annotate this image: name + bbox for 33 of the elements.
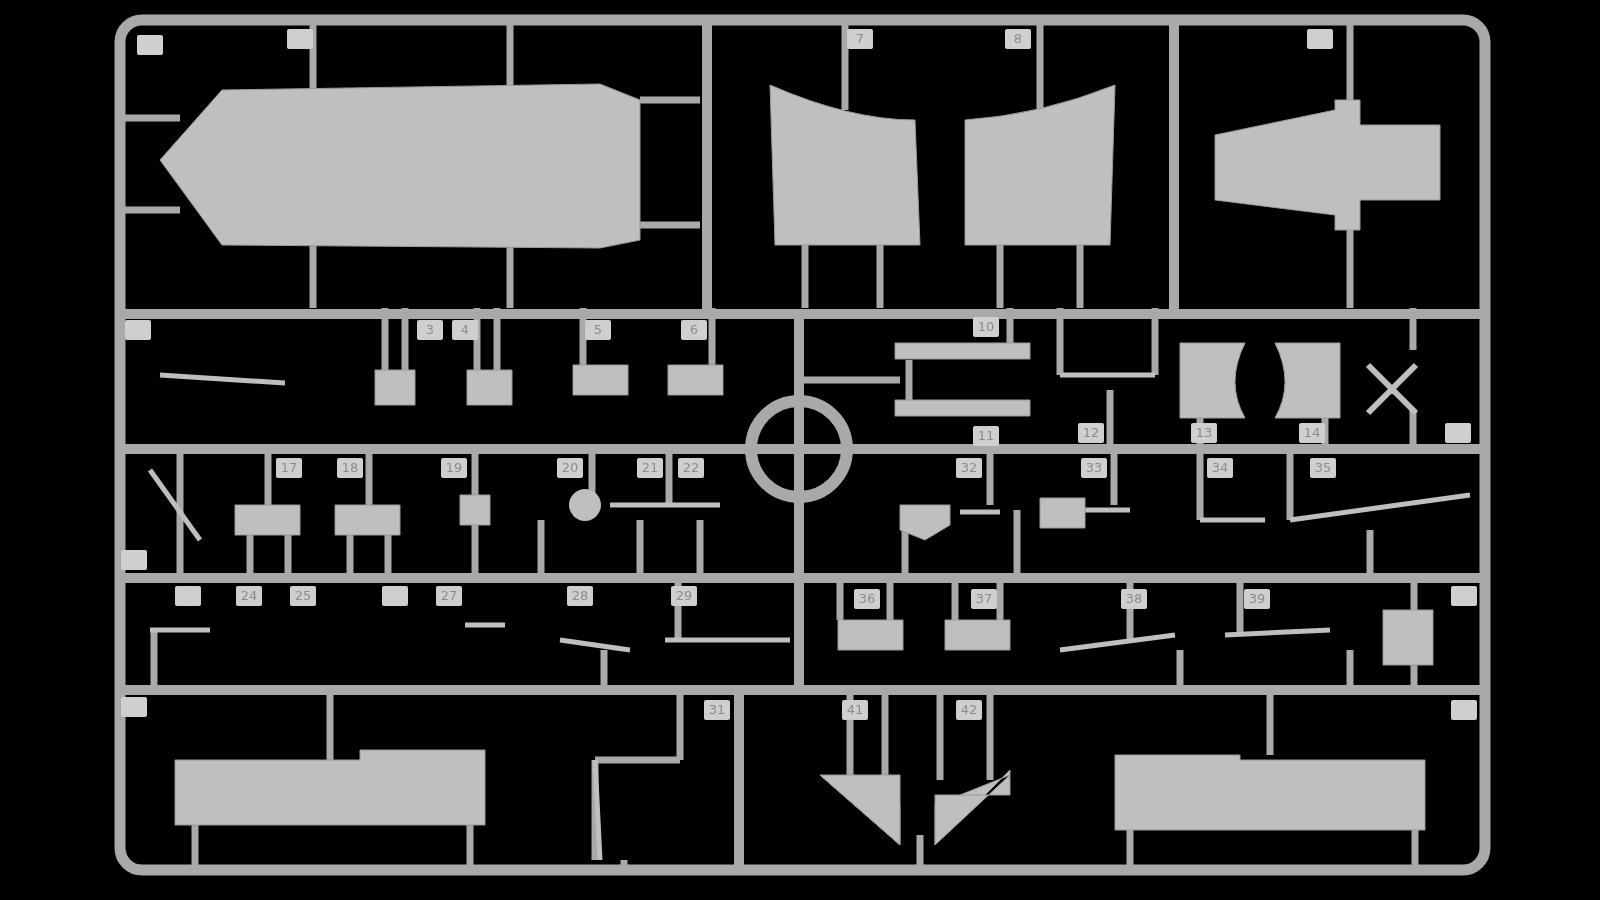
part-number-tag: 6 bbox=[681, 320, 707, 340]
part-number-tag: 17 bbox=[276, 458, 302, 478]
part-number-tag: 20 bbox=[557, 458, 583, 478]
part-number-tag: 14 bbox=[1299, 423, 1325, 443]
part-number-tag: 34 bbox=[1207, 458, 1233, 478]
part-number-tag: 39 bbox=[1244, 589, 1270, 609]
part-number-tag: 35 bbox=[1310, 458, 1336, 478]
part-number-tag: 7 bbox=[847, 29, 873, 49]
part-number-tag: 4 bbox=[452, 320, 478, 340]
part-number-tag: 33 bbox=[1081, 458, 1107, 478]
part-number-tag: 28 bbox=[567, 586, 593, 606]
part-number-tag: 8 bbox=[1005, 29, 1031, 49]
part-number-tag: 11 bbox=[973, 426, 999, 446]
part-number-tag: 36 bbox=[854, 589, 880, 609]
part-number-tag: 5 bbox=[585, 320, 611, 340]
part-number-tag: 41 bbox=[842, 700, 868, 720]
part-number-tag: 10 bbox=[973, 317, 999, 337]
part-number-tag: 42 bbox=[956, 700, 982, 720]
part-number-tag: 37 bbox=[971, 589, 997, 609]
part-number-tag: 13 bbox=[1191, 423, 1217, 443]
part-number-tag: 3 bbox=[417, 320, 443, 340]
part-number-tag: 22 bbox=[678, 458, 704, 478]
part-number-tag: 27 bbox=[436, 586, 462, 606]
part-number-tag: 19 bbox=[441, 458, 467, 478]
part-number-tag: 38 bbox=[1121, 589, 1147, 609]
part-number-tag: 18 bbox=[337, 458, 363, 478]
part-number-tag: 31 bbox=[704, 700, 730, 720]
part-number-tag: 25 bbox=[290, 586, 316, 606]
part-number-tag: 24 bbox=[236, 586, 262, 606]
part-number-tag: 32 bbox=[956, 458, 982, 478]
part-number-tag: 21 bbox=[637, 458, 663, 478]
part-number-tag: 12 bbox=[1078, 423, 1104, 443]
part-number-tag: 29 bbox=[671, 586, 697, 606]
